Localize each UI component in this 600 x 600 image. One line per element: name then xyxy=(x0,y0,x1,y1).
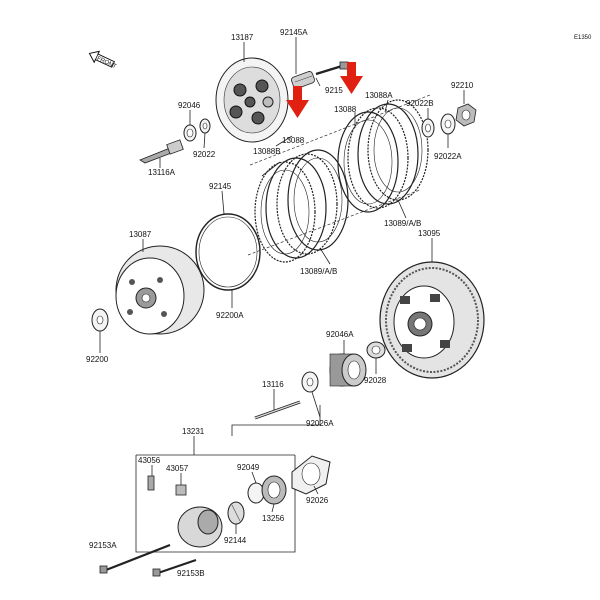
pressure-plate-13187 xyxy=(215,57,289,143)
label-92022A: 92022A xyxy=(434,152,462,161)
bolt-92153A xyxy=(99,543,171,574)
label-92022B: 92022B xyxy=(406,99,434,108)
diagram-code: E1350 xyxy=(574,35,592,41)
label-92026A: 92026A xyxy=(306,419,334,428)
wire-ring-92145 xyxy=(195,213,261,291)
gasket-92026 xyxy=(291,455,331,495)
label-13231: 13231 xyxy=(182,427,205,436)
slave-cylinder-body xyxy=(177,506,223,548)
clutch-hub-13087 xyxy=(115,245,205,335)
piston-13256 xyxy=(261,475,287,505)
collar-92028 xyxy=(366,341,386,359)
label-92145: 92145 xyxy=(209,182,232,191)
label-13088-right: 13088 xyxy=(334,105,357,114)
label-92022: 92022 xyxy=(193,150,216,159)
clutch-housing-13095 xyxy=(379,261,485,379)
washer-92022A xyxy=(440,113,456,135)
leader-lines xyxy=(99,37,465,534)
red-arrow-right xyxy=(340,62,363,94)
label-43057: 43057 xyxy=(166,464,189,473)
label-92026: 92026 xyxy=(306,496,329,505)
bolt-9215 xyxy=(315,61,349,76)
washer-92046 xyxy=(183,124,197,142)
nut-92210 xyxy=(455,103,477,127)
label-13095: 13095 xyxy=(418,229,441,238)
label-43056: 43056 xyxy=(138,456,161,465)
label-13256: 13256 xyxy=(262,514,285,523)
label-92200: 92200 xyxy=(86,355,109,364)
assembly-guide-line xyxy=(247,189,421,256)
label-13088A: 13088A xyxy=(365,91,393,100)
label-92049: 92049 xyxy=(237,463,260,472)
label-92046: 92046 xyxy=(178,101,201,110)
label-9215: 9215 xyxy=(325,86,343,95)
pushrod-13116 xyxy=(254,400,301,420)
thrust-washer-92026A xyxy=(301,371,319,393)
label-92210: 92210 xyxy=(451,81,474,90)
front-direction-badge: FRONT xyxy=(88,50,117,70)
label-13088-left: 13088 xyxy=(282,136,305,145)
assembly-guide-line xyxy=(249,94,431,166)
boot-92144 xyxy=(227,501,245,525)
washer-92200 xyxy=(91,308,109,332)
label-13187: 13187 xyxy=(231,33,254,42)
label-13116: 13116 xyxy=(262,380,284,389)
washer-92022 xyxy=(199,118,211,134)
label-13089AB-right: 13089/A/B xyxy=(384,219,421,228)
label-13116A: 13116A xyxy=(148,168,176,177)
label-92200A: 92200A xyxy=(216,311,244,320)
pushrod-13116A xyxy=(139,139,184,164)
label-13088B: 13088B xyxy=(253,147,281,156)
clutch-plates-right-stack xyxy=(337,99,429,213)
bleed-valve-43056 xyxy=(147,475,155,491)
cap-43057 xyxy=(175,484,187,496)
label-92153B: 92153B xyxy=(177,569,205,578)
label-92028: 92028 xyxy=(364,376,387,385)
clutch-spring-92145A xyxy=(291,71,315,89)
red-arrow-left xyxy=(286,86,309,118)
oil-seal-92049 xyxy=(247,482,265,504)
label-13087: 13087 xyxy=(129,230,152,239)
clutch-plates-left-stack xyxy=(254,149,349,263)
label-92145A: 92145A xyxy=(280,28,308,37)
bolt-92153B xyxy=(152,559,197,577)
label-92046A: 92046A xyxy=(326,330,354,339)
needle-bearing-92046A xyxy=(329,353,367,387)
group-bracket-13231 xyxy=(135,455,296,553)
label-92153A: 92153A xyxy=(89,541,117,550)
label-13089AB-left: 13089/A/B xyxy=(300,267,337,276)
label-92144: 92144 xyxy=(224,536,247,545)
washer-92022B xyxy=(421,118,435,138)
